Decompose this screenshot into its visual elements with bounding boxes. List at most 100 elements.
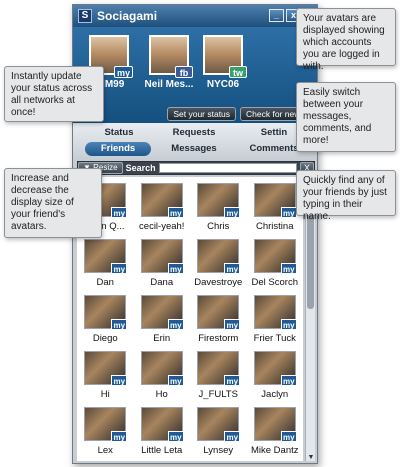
- search-label: Search: [125, 163, 156, 173]
- network-badge: my: [111, 319, 128, 330]
- network-badge: my: [111, 207, 128, 218]
- friend-avatar: my: [197, 183, 241, 218]
- friend-item[interactable]: my cecil-yeah!: [134, 177, 191, 233]
- friend-name: Dana: [150, 277, 174, 288]
- friend-name: Del Scorch: [251, 277, 298, 288]
- tab-friends[interactable]: Friends: [85, 142, 151, 156]
- friend-name: Little Leta: [141, 445, 183, 456]
- friend-avatar: my: [253, 239, 297, 274]
- friend-avatar: my: [84, 295, 128, 330]
- window-title: Sociagami: [97, 9, 158, 23]
- friend-name: Ho: [155, 389, 168, 400]
- friend-avatar: my: [253, 295, 297, 330]
- friend-name: ptain Q...: [85, 221, 125, 232]
- friend-name: Lynsey: [203, 445, 234, 456]
- network-badge: my: [111, 263, 128, 274]
- tab-comments[interactable]: Comments: [249, 143, 299, 154]
- tab-status[interactable]: Status: [104, 127, 134, 138]
- friend-avatar: my: [84, 407, 128, 442]
- app-logo-icon: S: [78, 9, 92, 23]
- avatar: tw: [203, 35, 247, 78]
- set-status-button[interactable]: Set your status: [167, 107, 237, 121]
- friend-avatar: my: [140, 351, 184, 386]
- callout-search: Quickly find any of your friends by just…: [296, 170, 396, 222]
- network-badge: my: [224, 207, 241, 218]
- network-badge: my: [167, 207, 184, 218]
- accounts-header: my ellM99 fb Neil Mes... tw NYC06 Set yo…: [73, 27, 317, 123]
- callout-status: Instantly update your status across all …: [4, 66, 104, 122]
- network-badge: my: [280, 319, 297, 330]
- account-name: Neil Mes...: [144, 79, 194, 90]
- network-badge: my: [167, 375, 184, 386]
- friend-avatar: my: [140, 183, 184, 218]
- network-badge: my: [280, 375, 297, 386]
- avatar: fb: [149, 35, 193, 78]
- minimize-button[interactable]: _: [269, 9, 284, 22]
- friend-name: Diego: [92, 333, 118, 344]
- friend-name: Erin: [153, 333, 171, 344]
- friend-avatar: my: [140, 407, 184, 442]
- status-bar: Set your status Check for new s: [79, 107, 313, 121]
- friend-avatar: my: [140, 239, 184, 274]
- friend-avatar: my: [253, 183, 297, 218]
- friend-name: Christina: [256, 221, 294, 232]
- title-bar[interactable]: S Sociagami _ x: [73, 5, 317, 27]
- callout-resize: Increase and decrease the display size o…: [4, 168, 102, 238]
- account-avatar[interactable]: tw NYC06: [195, 35, 251, 90]
- account-name: ellM99: [93, 79, 125, 90]
- friend-avatar: my: [84, 351, 128, 386]
- friend-avatar: my: [140, 295, 184, 330]
- tab-requests[interactable]: Requests: [172, 127, 216, 138]
- friend-name: Mike Dantz: [250, 445, 299, 456]
- friends-toolbar: ▼ Resize Search X: [77, 161, 315, 175]
- friend-name: Dan: [96, 277, 114, 288]
- friend-avatar: my: [197, 407, 241, 442]
- tab-messages[interactable]: Messages: [171, 143, 217, 154]
- network-badge: my: [280, 431, 297, 442]
- search-input[interactable]: [158, 163, 297, 173]
- network-badge: my: [224, 319, 241, 330]
- friend-name: Frier Tuck: [253, 333, 296, 344]
- friend-name: cecil-yeah!: [139, 221, 185, 232]
- network-badge: my: [280, 207, 297, 218]
- friend-name: Firestorm: [198, 333, 239, 344]
- friend-avatar: my: [253, 407, 297, 442]
- tab-settings[interactable]: Settin: [260, 127, 288, 138]
- scroll-thumb[interactable]: [307, 189, 314, 309]
- friend-name: Jaclyn: [261, 389, 289, 400]
- network-badge: my: [280, 263, 297, 274]
- account-name: NYC06: [206, 79, 240, 90]
- friend-name: Davestroye: [194, 277, 243, 288]
- network-badge: fb: [175, 66, 193, 78]
- scroll-down-icon[interactable]: ▼: [307, 454, 315, 461]
- account-avatar[interactable]: fb Neil Mes...: [141, 35, 197, 90]
- friend-name: Hi: [100, 389, 110, 400]
- network-badge: my: [167, 263, 184, 274]
- network-badge: my: [111, 375, 128, 386]
- network-badge: my: [111, 431, 128, 442]
- network-badge: my: [224, 375, 241, 386]
- friend-avatar: my: [197, 351, 241, 386]
- network-badge: my: [167, 431, 184, 442]
- network-badge: tw: [229, 66, 247, 78]
- friend-avatar: my: [197, 239, 241, 274]
